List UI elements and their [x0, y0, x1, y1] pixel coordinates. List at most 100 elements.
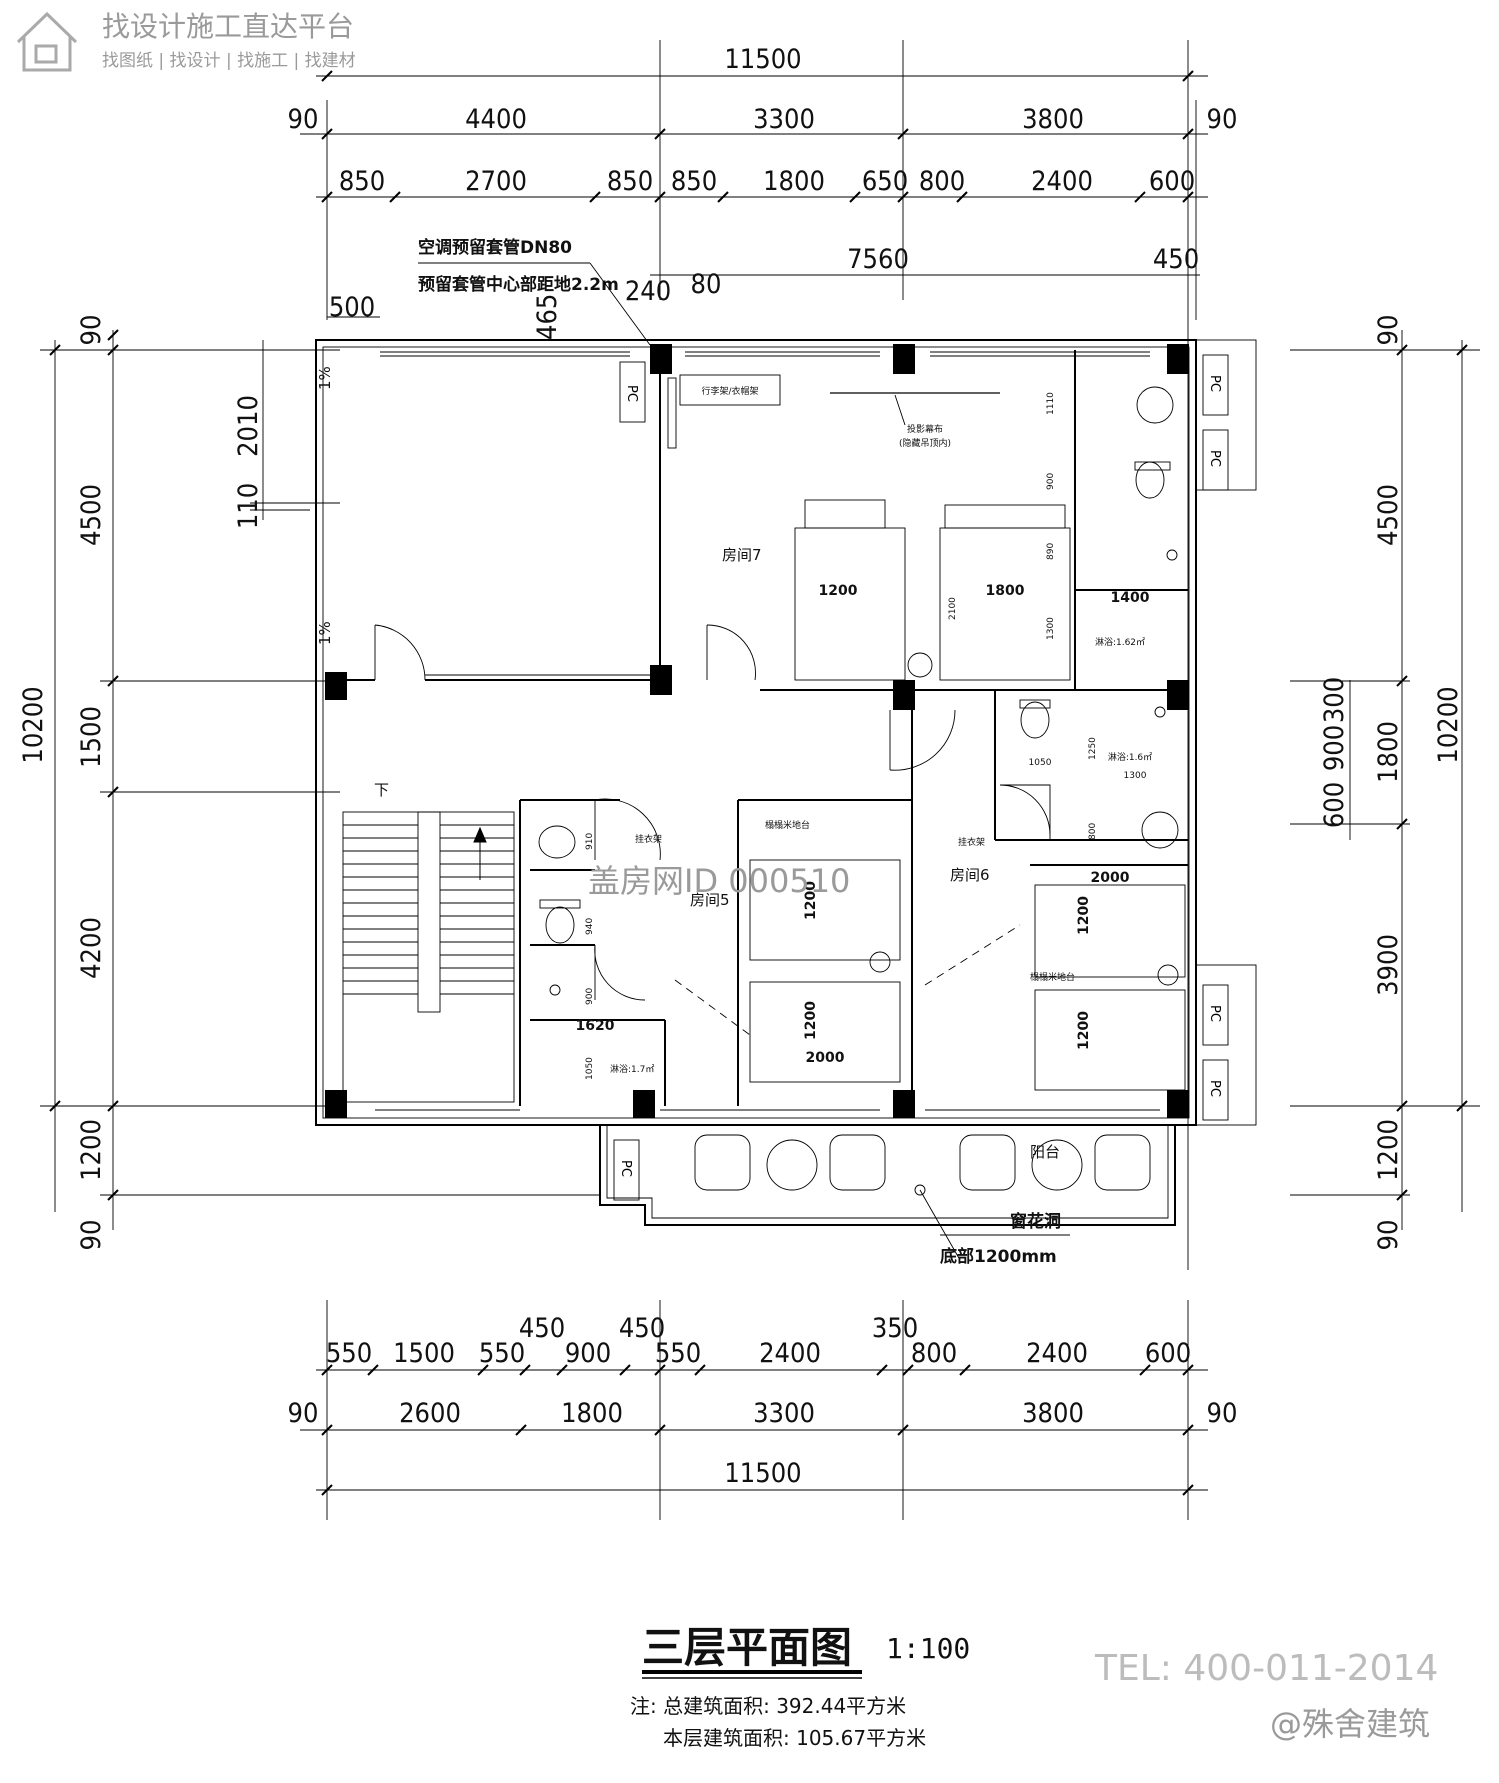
dim-bot-r1-3: 900 — [565, 1338, 611, 1369]
shower6-label: 淋浴:1.6㎡ — [1108, 751, 1152, 763]
dim-top-r3-0: 850 — [339, 166, 385, 197]
dim-right-3: 3900 — [1373, 934, 1404, 996]
logo-watermark: 找设计施工直达平台 找图纸 | 找设计 | 找施工 | 找建材 — [16, 10, 356, 72]
room7-furniture: 行李架/衣帽架 投影幕布 (隐藏吊顶内) 房间7 1200 1800 1110 … — [316, 366, 1178, 681]
tel-watermark: TEL: 400-011-2014 — [1094, 1648, 1438, 1689]
dim-bot-r1-2: 550 — [479, 1338, 525, 1369]
d900: 900 — [1046, 473, 1056, 490]
dim-bot-r2-2: 1800 — [561, 1398, 623, 1429]
vent-bottom-label: 底部1200mm — [940, 1246, 1057, 1267]
dim-right-2: 1800 — [1373, 721, 1404, 783]
ac-sleeve-label: 空调预留套管DN80 — [418, 237, 572, 258]
left-dimensions: 10200 90 4500 1500 4200 1200 90 2010 110 — [18, 315, 600, 1251]
right-dimensions: 90 4500 1800 3900 1200 90 10200 600 900 … — [1290, 315, 1480, 1251]
vent-hole-label: 窗花洞 — [1010, 1211, 1061, 1232]
d1300: 1300 — [1046, 617, 1056, 640]
room6-furniture: 1050 1250 淋浴:1.6㎡ 1300 800 房间6 挂衣架 2000 … — [950, 699, 1186, 1091]
room5-furniture: 910 940 900 1620 1050 淋浴:1.7㎡ 挂衣架 房间5 榻榻… — [538, 819, 1021, 1083]
projector-label: 投影幕布 — [907, 423, 943, 435]
d940: 940 — [585, 918, 595, 935]
dim-left-4: 1200 — [76, 1119, 107, 1181]
dim-right-1: 4500 — [1373, 484, 1404, 546]
d900b: 900 — [585, 988, 595, 1005]
balcony-furniture: 阳台 — [694, 1134, 1151, 1261]
dim-left-total: 10200 — [18, 686, 49, 763]
bed7a-dim: 1200 — [819, 583, 858, 599]
d2100: 2100 — [948, 597, 958, 620]
shower7-label: 淋浴:1.62㎡ — [1095, 636, 1145, 648]
dim-top-500: 500 — [329, 292, 375, 323]
dim-top-r2-3: 3800 — [1022, 104, 1084, 135]
dim-top-total: 11500 — [724, 44, 801, 75]
dim-top-r3-7: 2400 — [1031, 166, 1093, 197]
d800: 800 — [1088, 823, 1098, 840]
bottom-dimensions: 550 1500 550 900 550 2400 800 2400 600 4… — [288, 1300, 1238, 1520]
plan-scale: 1:100 — [886, 1632, 970, 1665]
d1200d: 1200 — [803, 1001, 819, 1040]
luggage-rack-label: 行李架/衣帽架 — [701, 385, 758, 397]
dim-bot-top-2: 350 — [872, 1313, 918, 1344]
dim-bot-r1-6: 800 — [911, 1338, 957, 1369]
dim-bot-r2-1: 2600 — [399, 1398, 461, 1429]
dim-right-900: 900 — [1319, 725, 1350, 771]
dim-top-r2-2: 3300 — [753, 104, 815, 135]
dim-top-r2-0: 90 — [288, 104, 319, 135]
room5-label: 房间5 — [690, 891, 730, 909]
dim-right-0: 90 — [1373, 315, 1404, 346]
floor-area: 本层建筑面积: 105.67平方米 — [663, 1726, 926, 1750]
dim-top-465: 465 — [532, 294, 563, 340]
dim-left-110: 110 — [233, 483, 264, 529]
d2000a: 2000 — [1091, 870, 1130, 886]
corner-brand: @殊舍建筑 — [1270, 1705, 1430, 1743]
dim-bot-r2-5: 90 — [1207, 1398, 1238, 1429]
room7-label: 房间7 — [722, 546, 762, 564]
dim-left-3: 4200 — [76, 917, 107, 979]
dim-right-total: 10200 — [1433, 686, 1464, 763]
pc-5: PC — [1207, 1080, 1222, 1097]
d1050b: 1050 — [585, 1057, 595, 1080]
center-watermark: 盖房网ID 000510 — [588, 862, 850, 900]
d890: 890 — [1046, 543, 1056, 560]
d1400: 1400 — [1111, 590, 1150, 606]
hanger-2-label: 挂衣架 — [958, 836, 985, 848]
d1300b: 1300 — [1124, 771, 1147, 781]
top-dimensions: 11500 90 4400 3300 3800 90 850 2700 850 … — [288, 40, 1237, 1270]
dim-left-1: 4500 — [76, 484, 107, 546]
title-block: 三层平面图 1:100 注: 总建筑面积: 392.44平方米 本层建筑面积: … — [630, 1623, 1438, 1750]
dim-left-0: 90 — [76, 315, 107, 346]
balcony-label: 阳台 — [1030, 1143, 1060, 1161]
d1250: 1250 — [1088, 737, 1098, 760]
dim-bot-total: 11500 — [724, 1458, 801, 1489]
stair-treads — [343, 824, 514, 995]
dim-top-r3-4: 1800 — [763, 166, 825, 197]
dim-bot-r1-8: 600 — [1145, 1338, 1191, 1369]
dim-left-5: 90 — [76, 1220, 107, 1251]
slope-1: 1% — [316, 366, 334, 390]
dim-bot-r1-5: 2400 — [759, 1338, 821, 1369]
dim-top-r3-2: 850 — [607, 166, 653, 197]
dim-right-300: 300 — [1319, 677, 1350, 723]
doors — [374, 624, 1051, 1001]
shower5-label: 淋浴:1.7㎡ — [610, 1063, 654, 1075]
d1200a: 1200 — [1076, 896, 1092, 935]
room6-label: 房间6 — [950, 866, 990, 884]
ac-sleeve-note: 空调预留套管DN80 预留套管中心部距地2.2m — [418, 237, 651, 346]
d2000b: 2000 — [806, 1050, 845, 1066]
dim-bot-r2-3: 3300 — [753, 1398, 815, 1429]
total-area: 注: 总建筑面积: 392.44平方米 — [630, 1694, 906, 1718]
hanger-label: 挂衣架 — [635, 833, 662, 845]
projector-note: (隐藏吊顶内) — [899, 437, 951, 449]
d1620: 1620 — [576, 1018, 615, 1034]
d1200c: 1200 — [803, 881, 819, 920]
structural-columns — [325, 344, 1189, 1118]
d1110: 1110 — [1046, 392, 1056, 415]
dim-top-r3-8: 600 — [1149, 166, 1195, 197]
pc-2: PC — [1207, 375, 1222, 392]
links-line: 找图纸 | 找设计 | 找施工 | 找建材 — [102, 51, 356, 71]
windows — [375, 351, 1160, 1111]
dim-top-80: 80 — [691, 269, 722, 300]
dim-right-5: 90 — [1373, 1220, 1404, 1251]
stair-down-label: 下 — [374, 781, 389, 799]
brand-line: 找设计施工直达平台 — [102, 10, 354, 43]
